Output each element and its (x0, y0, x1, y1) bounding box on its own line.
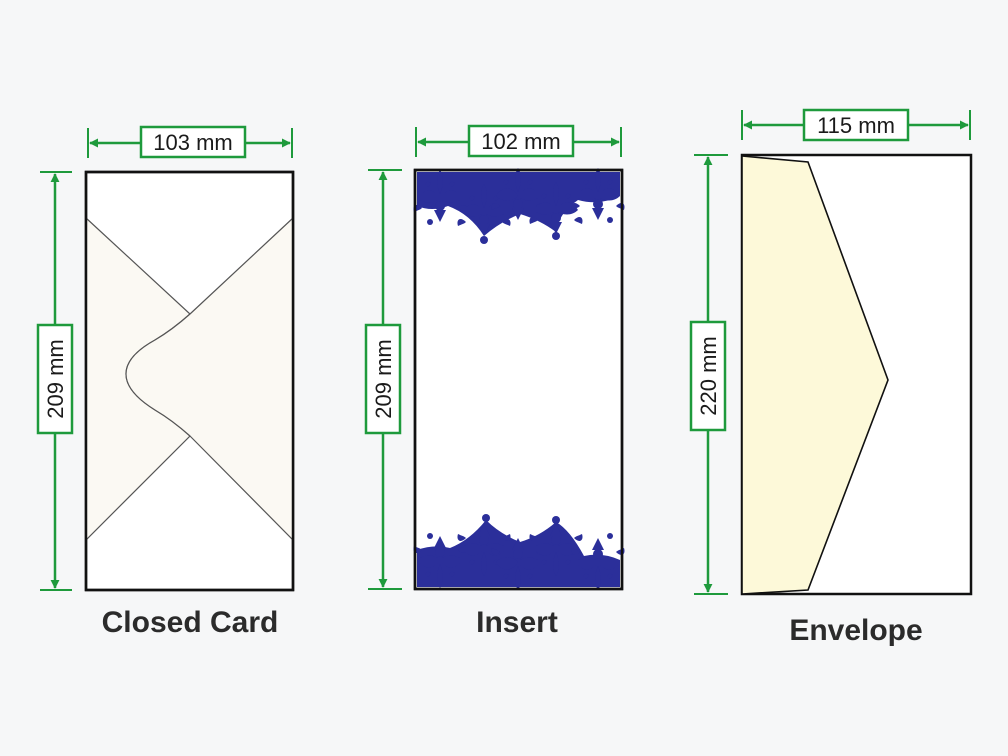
closed-card-height-dimension: 209 mm (36, 171, 74, 591)
envelope-caption: Envelope (789, 614, 922, 647)
insert-height-dimension: 209 mm (364, 169, 402, 590)
insert-top-ornament (413, 168, 625, 244)
envelope-height-label: 220 mm (696, 336, 721, 415)
insert-group: 102 mm 209 mm Insert (364, 124, 625, 639)
envelope-flap (741, 155, 889, 595)
closed-card-right-flap (125, 216, 294, 542)
insert-width-dimension: 102 mm (415, 124, 622, 158)
closed-card-width-dimension: 103 mm (87, 125, 293, 159)
closed-card-width-label: 103 mm (153, 130, 232, 155)
insert-width-label: 102 mm (481, 129, 560, 154)
closed-card-group: 103 mm 209 mm Closed Card (36, 125, 295, 639)
envelope-group: 115 mm 220 mm Envelope (689, 108, 973, 647)
insert-bottom-ornament (413, 514, 625, 590)
closed-card-caption: Closed Card (102, 606, 279, 639)
envelope-width-dimension: 115 mm (741, 108, 971, 142)
insert-height-label: 209 mm (371, 339, 396, 418)
insert-caption: Insert (476, 606, 558, 639)
closed-card-height-label: 209 mm (43, 339, 68, 418)
insert-outline (413, 168, 624, 591)
envelope-width-label: 115 mm (817, 113, 895, 138)
envelope-height-dimension: 220 mm (689, 154, 728, 595)
